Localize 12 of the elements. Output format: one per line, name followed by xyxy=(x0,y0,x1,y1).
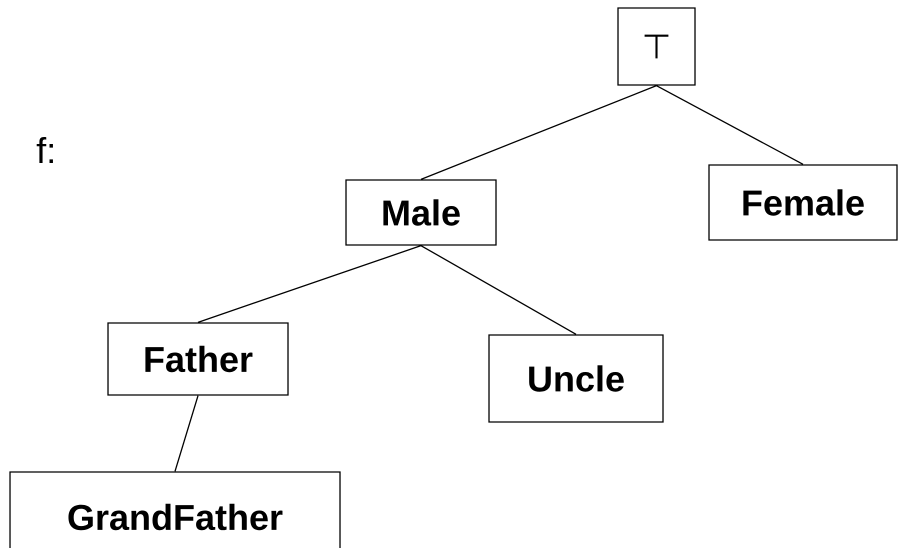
concept-box: Father xyxy=(107,322,289,396)
tree-line xyxy=(174,395,199,472)
tree-line xyxy=(420,85,657,180)
concept-box: Female xyxy=(708,164,898,241)
tree-line xyxy=(656,85,804,165)
label-text: f: xyxy=(36,136,53,164)
concept-box: Uncle xyxy=(488,334,664,423)
tree-line xyxy=(420,245,576,335)
concept-box: ⊤ xyxy=(617,7,696,86)
concept-box: Male xyxy=(345,179,497,246)
tree-line xyxy=(198,245,422,323)
concept-box: GrandFather xyxy=(9,471,341,548)
